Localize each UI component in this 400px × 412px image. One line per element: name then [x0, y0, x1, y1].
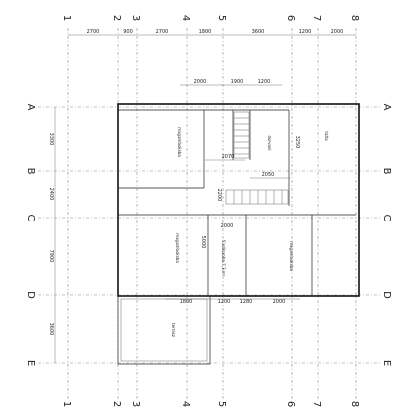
axis-top-5: 5	[216, 15, 227, 21]
dim-bottom-2000: 2000	[273, 299, 286, 305]
axis-top-2: 2	[111, 15, 122, 21]
axis-labels-bottom: 1 2 3 4 5 6 7 8	[61, 401, 360, 407]
terrace-outline	[117, 295, 211, 365]
horizontal-grid-lines	[38, 106, 380, 364]
dim-2050: 2050	[262, 172, 275, 178]
upper-dim-1200: 1200	[258, 79, 271, 85]
stair-upper	[233, 111, 250, 159]
top-dim-1800: 1800	[199, 29, 212, 35]
top-dim-900: 900	[123, 29, 133, 35]
left-dim-3600: 3600	[48, 323, 54, 336]
dim-bottom-1200: 1200	[218, 299, 231, 305]
upper-dimension-chain: 2000 1900 1200	[180, 79, 282, 86]
left-dimension-chain: 3300 2400 7900 3600	[48, 107, 56, 363]
upper-dim-1900: 1900	[231, 79, 244, 85]
dim-2000-mid: 2000	[221, 223, 234, 229]
interior-walls	[118, 109, 356, 295]
upper-dim-2000: 2000	[194, 79, 207, 85]
top-dim-3600: 3600	[252, 29, 265, 35]
left-dim-7900: 7900	[48, 250, 54, 263]
axis-labels-right: A B C D E	[381, 104, 392, 367]
terrace-inner-outline	[120, 298, 208, 362]
top-dim-1200: 1200	[299, 29, 312, 35]
axis-right-C: C	[381, 215, 392, 222]
axis-top-6: 6	[285, 15, 296, 21]
left-dim-3300: 3300	[48, 133, 54, 146]
room-hall: dorvani	[267, 135, 272, 150]
dim-bottom-1800: 1800	[180, 299, 193, 305]
top-dimension-chain: 2700 900 2700 1800 3600 1200 2000	[68, 29, 356, 36]
interior-dimensions: 2070 2050 3250 2200 2000 5000 1800 1200 …	[165, 136, 300, 305]
vertical-grid-lines	[67, 28, 357, 400]
axis-top-8: 8	[349, 15, 360, 21]
axis-left-D: D	[25, 291, 36, 299]
axis-bottom-2: 2	[111, 401, 122, 407]
axis-top-7: 7	[311, 15, 322, 21]
room-bedroom-1: magamboksba	[177, 127, 182, 157]
axis-top-3: 3	[130, 15, 141, 21]
room-bedroom-3: magamboksba	[289, 241, 294, 271]
axis-bottom-3: 3	[130, 401, 141, 407]
room-bathroom: fürdőszoba 7,3 m²	[221, 240, 226, 277]
top-dim-2700b: 2700	[156, 29, 169, 35]
axis-left-B: B	[25, 168, 36, 175]
dim-2200: 2200	[216, 189, 222, 202]
axis-bottom-4: 4	[180, 401, 191, 407]
axis-bottom-8: 8	[349, 401, 360, 407]
top-dim-2700a: 2700	[87, 29, 100, 35]
axis-labels-left: A B C D E	[25, 104, 36, 367]
room-terrace: terrasz	[171, 323, 176, 337]
room-bedroom-2: magamboksba	[175, 233, 180, 263]
dim-3250: 3250	[294, 136, 300, 149]
dim-bottom-1280: 1280	[240, 299, 253, 305]
staircase	[225, 111, 289, 205]
axis-bottom-5: 5	[216, 401, 227, 407]
outer-walls	[117, 103, 360, 365]
left-dim-2400: 2400	[48, 188, 54, 201]
axis-bottom-6: 6	[285, 401, 296, 407]
main-building-wall	[117, 103, 360, 297]
axis-left-A: A	[25, 104, 36, 111]
axis-bottom-1: 1	[61, 401, 72, 407]
room-labels: magamboksba magamboksba magamboksba dorv…	[171, 127, 329, 337]
axis-right-D: D	[381, 291, 392, 299]
stair-lower	[225, 189, 289, 205]
axis-top-4: 4	[180, 15, 191, 21]
axis-left-C: C	[25, 215, 36, 222]
dim-5000: 5000	[200, 236, 206, 249]
dim-2070: 2070	[222, 154, 235, 160]
axis-right-E: E	[381, 360, 392, 366]
room-storage: talta	[324, 131, 329, 141]
axis-left-E: E	[25, 360, 36, 366]
axis-right-B: B	[381, 168, 392, 175]
axis-labels-top: 1 2 3 4 5 6 7 8	[61, 15, 360, 21]
axis-right-A: A	[381, 104, 392, 111]
top-dim-2000: 2000	[331, 29, 344, 35]
axis-top-1: 1	[61, 15, 72, 21]
axis-bottom-7: 7	[311, 401, 322, 407]
